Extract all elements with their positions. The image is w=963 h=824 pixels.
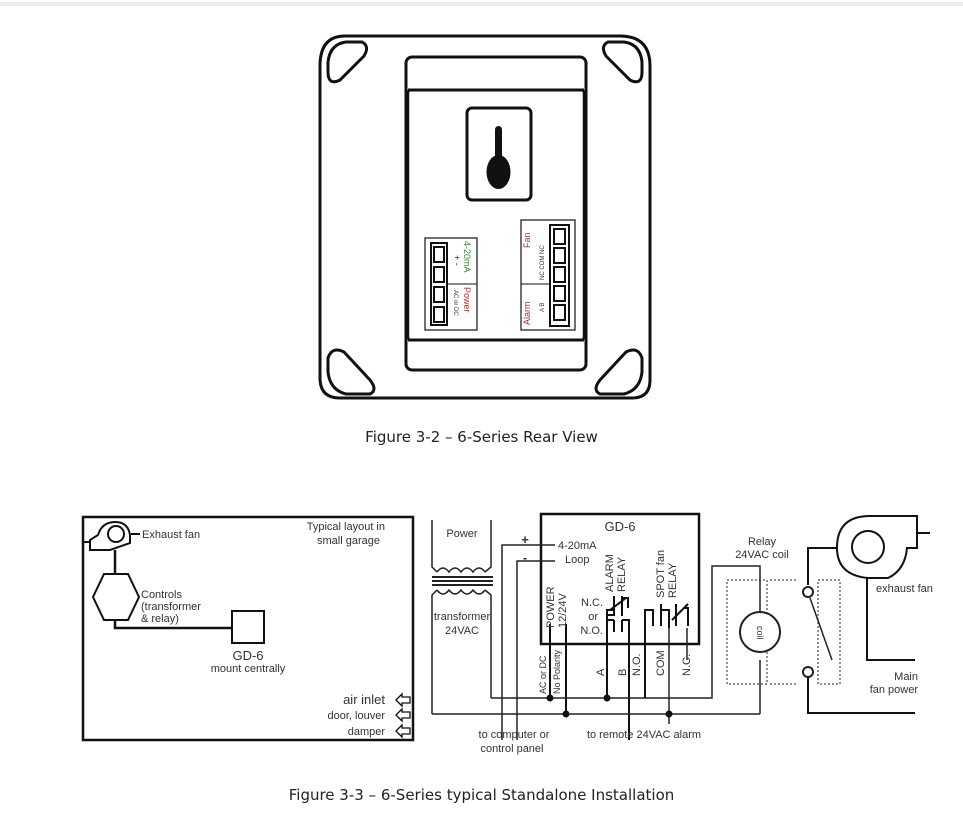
to-alarm-label: to remote 24VAC alarm <box>587 729 701 741</box>
exhaust-fan-large-icon <box>835 515 930 579</box>
coil-label: coil <box>755 626 765 640</box>
relay-coil-icon <box>739 611 781 653</box>
no-polarity-label: No Polarity <box>552 649 562 694</box>
main-power-label-1: Main <box>894 671 918 683</box>
power-label-1: POWER <box>545 586 557 628</box>
device-body <box>404 55 588 372</box>
terminal-fan-label: Fan <box>522 232 532 248</box>
terminal-fan-pins: NC COM NC <box>540 245 546 280</box>
corner-slot-tr <box>601 40 644 84</box>
controls-label-1: Controls <box>141 589 182 601</box>
ac-dc-label: AC or DC <box>538 655 548 694</box>
terminal-alarm-label: Alarm <box>522 301 532 325</box>
terminal-alarm-pins: A B <box>540 303 546 312</box>
air-inlet-label: air inlet <box>343 692 385 707</box>
layout-title-2: small garage <box>317 535 380 547</box>
or-label: or <box>588 611 598 623</box>
terminal-power-sub: AC or DC <box>452 290 458 316</box>
figure-3-3-caption: Figure 3-3 – 6-Series typical Standalone… <box>288 786 675 804</box>
corner-slot-br <box>594 348 644 396</box>
controls-label-2: (transformer <box>141 601 201 613</box>
terminal-power-label: Power <box>462 287 472 313</box>
top-divider <box>0 2 963 6</box>
terminal-block-right: Fan NC COM NC Alarm A B <box>520 219 576 331</box>
main-power-label-2: fan power <box>870 684 919 696</box>
corner-slot-tl <box>326 40 369 84</box>
garage-layout-panel: Exhaust fan Controls (transformer & rela… <box>81 515 415 742</box>
transformer-icon <box>431 520 493 714</box>
exhaust-fan-icon <box>83 520 140 551</box>
arrow-left-icon <box>395 692 411 708</box>
mounting-plate <box>318 34 652 400</box>
keyhole-icon <box>495 126 502 162</box>
controls-label-3: & relay) <box>141 613 179 625</box>
alarm-relay-label-1: ALARM <box>604 554 616 592</box>
power-label-2: 12/24V <box>557 592 569 628</box>
no-label: N.O. <box>580 625 603 637</box>
terminal-a-label: A <box>595 668 607 676</box>
terminal-4-20ma-pins: + - <box>452 255 462 266</box>
gd6-sensor-box <box>231 610 265 644</box>
arrow-left-icon <box>395 707 411 723</box>
spot-relay-label-1: SPOT fan <box>655 550 667 598</box>
inlet-damper-label: damper <box>348 726 386 738</box>
terminal-nc-label: N.C. <box>681 654 693 676</box>
gd6-note: mount centrally <box>211 663 286 675</box>
corner-slot-bl <box>326 348 376 396</box>
keyhole-window <box>465 106 533 202</box>
exhaust-fan-right-label: exhaust fan <box>876 583 933 595</box>
installation-diagram: Exhaust fan Controls (transformer & rela… <box>81 512 933 755</box>
wiring-diagram <box>431 512 930 740</box>
terminal-b-label: B <box>617 669 629 676</box>
terminal-block-left: 4-20mA + - Power AC or DC <box>424 237 478 331</box>
controls-hexagon <box>91 573 141 621</box>
transformer-label-2: 24VAC <box>445 625 479 637</box>
power-label: Power <box>446 528 478 540</box>
arrow-left-icon <box>395 723 411 739</box>
spot-relay-label-2: RELAY <box>667 562 679 598</box>
rear-view-diagram: 4-20mA + - Power AC or DC Fan NC COM NC … <box>318 34 652 400</box>
terminal-4-20ma-label: 4-20mA <box>462 241 472 273</box>
terminal-no-label: N.O. <box>631 653 643 676</box>
loop-label-2: Loop <box>565 554 589 566</box>
loop-minus: - <box>523 550 527 565</box>
transformer-label-1: transformer <box>434 611 491 623</box>
loop-label-1: 4-20mA <box>558 540 597 552</box>
exhaust-fan-label: Exhaust fan <box>142 529 200 541</box>
alarm-relay-label-2: RELAY <box>616 556 628 592</box>
inlet-door-label: door, louver <box>328 710 386 722</box>
terminal-com-label: COM <box>655 650 667 676</box>
gd6-controller-box <box>539 512 701 646</box>
figure-3-2-caption: Figure 3-2 – 6-Series Rear View <box>365 428 598 446</box>
relay-label-2: 24VAC coil <box>735 549 789 561</box>
to-computer-label-1: to computer or <box>479 729 550 741</box>
layout-title-1: Typical layout in <box>307 521 385 533</box>
loop-plus: + <box>521 532 529 547</box>
gd6-controller-label: GD-6 <box>604 519 635 534</box>
to-computer-label-2: control panel <box>481 743 544 755</box>
relay-label-1: Relay <box>748 536 777 548</box>
gd6-label: GD-6 <box>232 648 263 663</box>
nc-label: N.C. <box>581 597 603 609</box>
